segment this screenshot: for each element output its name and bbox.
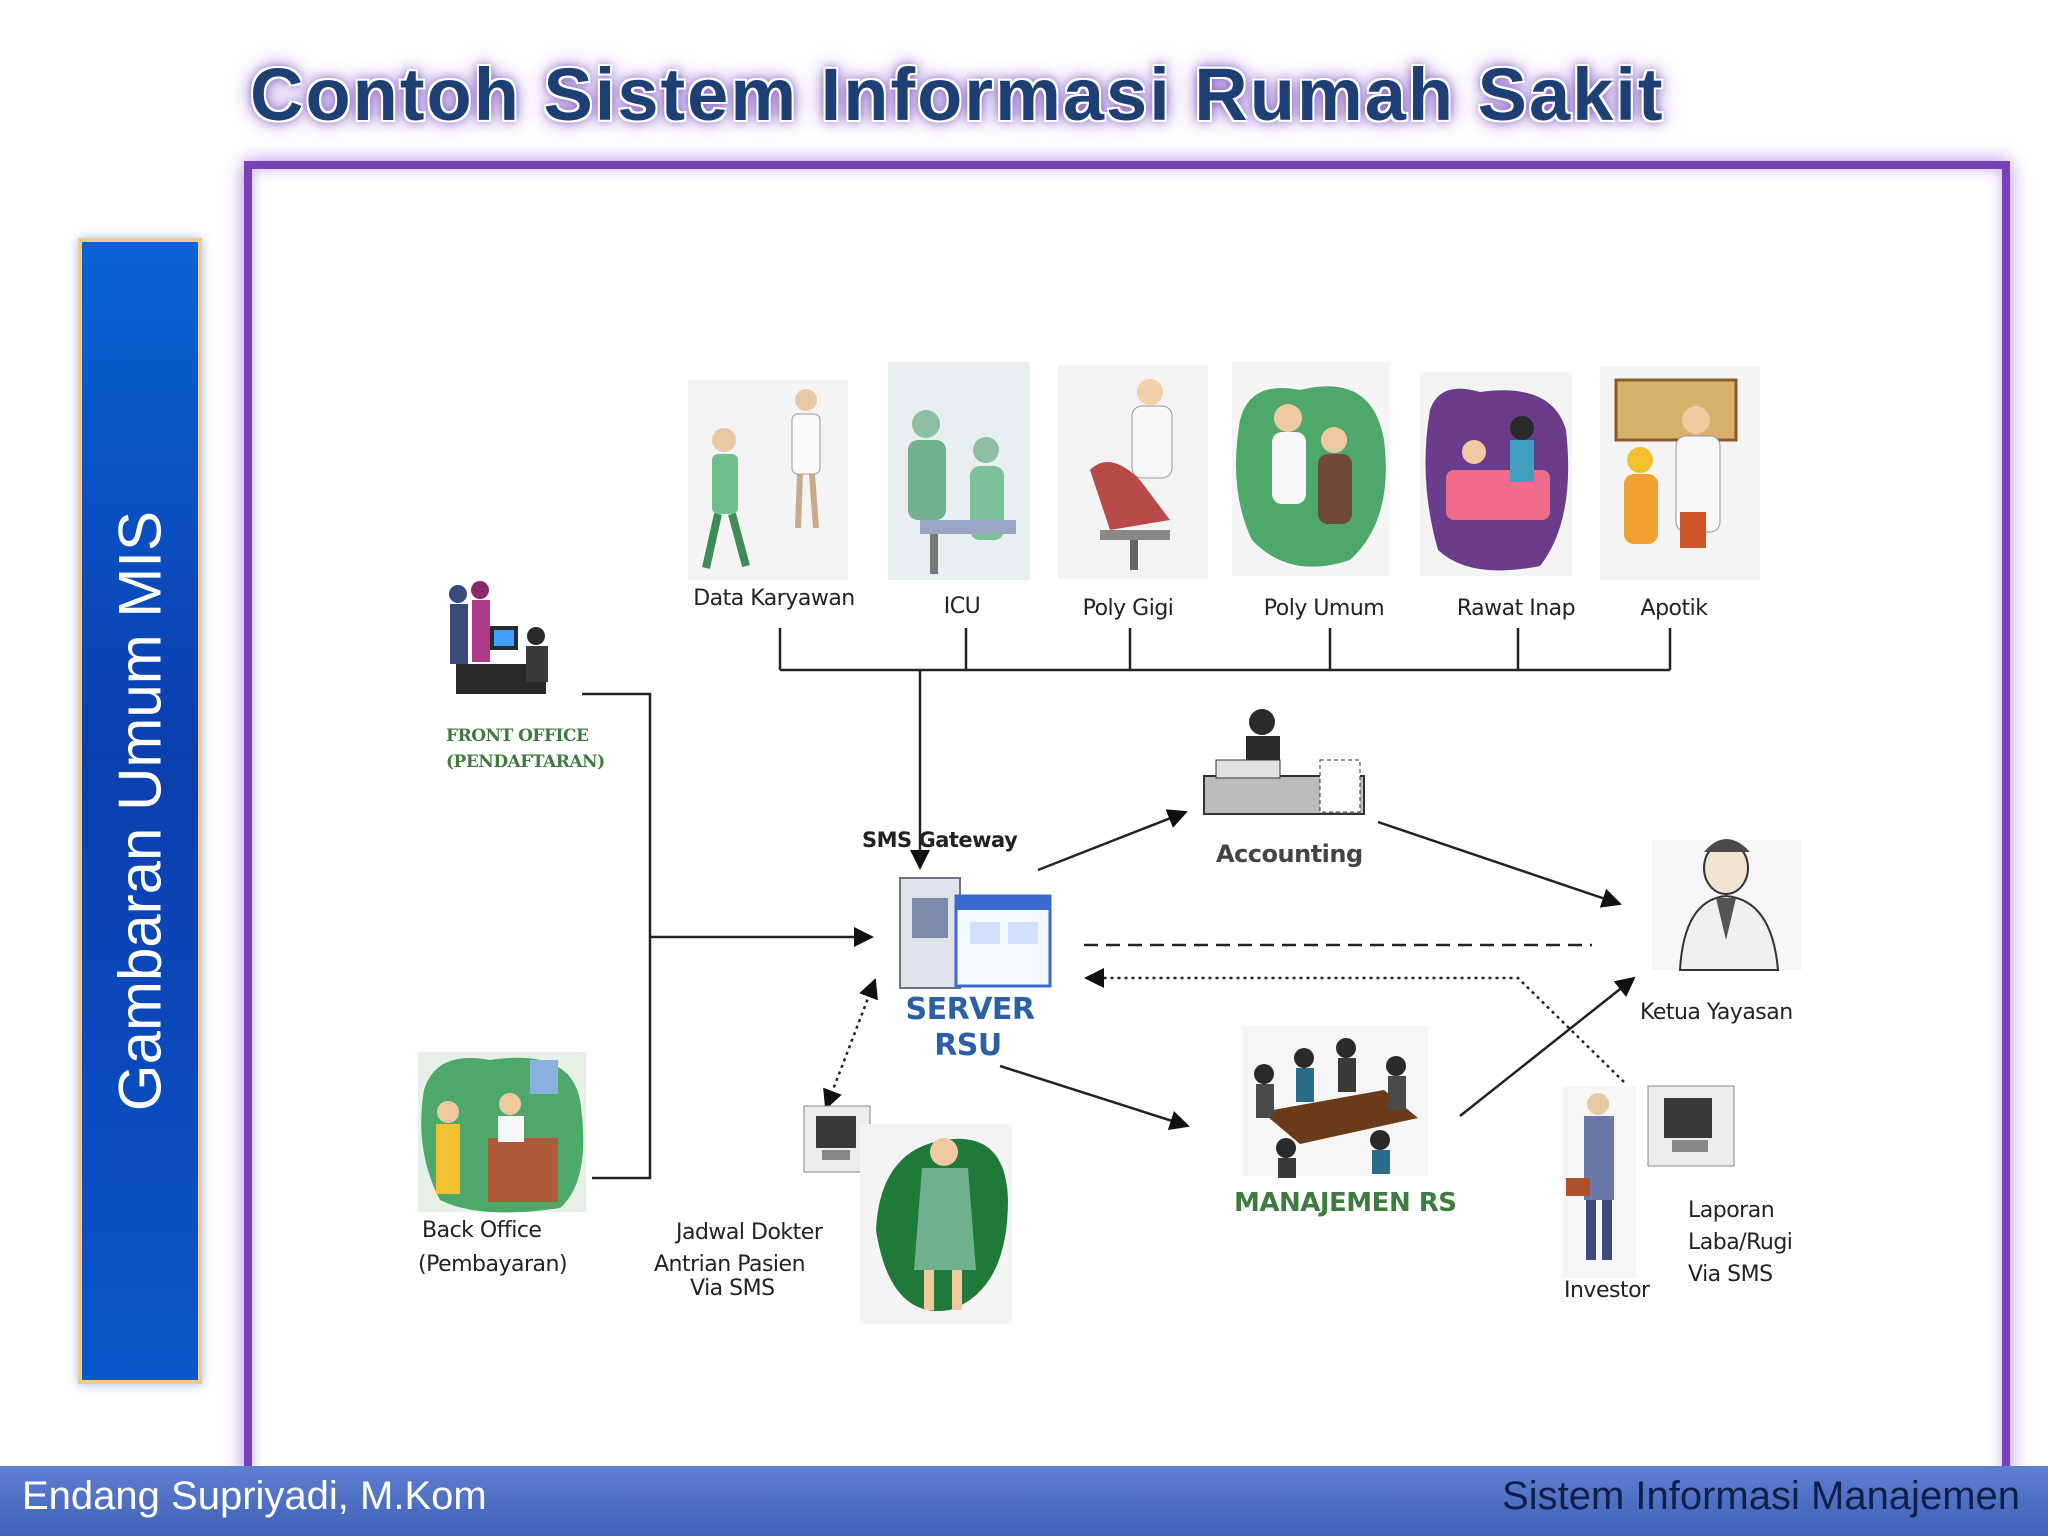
accountant-icon	[1203, 709, 1365, 815]
front-office-icon	[449, 581, 548, 694]
report-computer-icon	[1647, 1085, 1735, 1167]
meeting-icon	[1242, 1026, 1428, 1178]
server-icon	[899, 877, 1052, 989]
footer-course: Sistem Informasi Manajemen	[1502, 1474, 2020, 1518]
unit-label-icu: ICU	[943, 594, 981, 619]
server-to-accounting-arrow	[1037, 809, 1188, 872]
investor-label: Investor	[1564, 1278, 1650, 1303]
unit-label-karyawan: Data Karyawan	[693, 586, 855, 611]
back-office-label-2: (Pembayaran)	[418, 1252, 568, 1277]
management-label: MANAJEMEN RS	[1234, 1188, 1457, 1218]
jadwal-label-3: Via SMS	[690, 1276, 775, 1301]
server-label-1: SERVER	[905, 992, 1035, 1027]
accounting-label: Accounting	[1216, 840, 1363, 868]
chairman-icon	[1652, 839, 1802, 971]
nurse-icon	[860, 1124, 1012, 1324]
staff-icon	[688, 380, 848, 580]
unit-label-umum: Poly Umum	[1263, 596, 1385, 621]
ketua-label: Ketua Yayasan	[1640, 1000, 1793, 1025]
doctor-patient-icon	[1232, 362, 1390, 576]
back-office-icon	[418, 1052, 586, 1213]
unit-label-inap: Rawat Inap	[1456, 596, 1576, 621]
laporan-label-2: Laba/Rugi	[1688, 1230, 1793, 1255]
connectors	[582, 628, 1672, 1180]
server-to-management-arrow	[999, 1064, 1190, 1131]
sidebar-banner: Gambaran Umum MIS	[78, 238, 202, 1384]
accounting-to-ketua-arrow	[1377, 820, 1622, 908]
footer-bar: Endang Supriyadi, M.Kom Sistem Informasi…	[0, 1466, 2048, 1536]
jadwal-label-1: Jadwal Dokter	[676, 1220, 823, 1245]
front-office-label-2: (PENDAFTARAN)	[446, 752, 605, 772]
footer-author: Endang Supriyadi, M.Kom	[22, 1474, 487, 1518]
laporan-to-server-dotted	[1084, 968, 1625, 1083]
surgery-icon	[888, 362, 1030, 580]
jadwal-label-2: Antrian Pasien	[654, 1252, 806, 1277]
dentist-icon	[1058, 365, 1208, 579]
pharmacy-icon	[1600, 366, 1760, 580]
hospital-bed-icon	[1420, 372, 1572, 576]
laporan-label-3: Via SMS	[1688, 1262, 1773, 1287]
management-to-ketua-arrow	[1459, 976, 1636, 1117]
back-office-label-1: Back Office	[422, 1218, 542, 1243]
server-label-2: RSU	[934, 1028, 1002, 1063]
laporan-label-1: Laporan	[1688, 1198, 1775, 1223]
front-office-label-1: FRONT OFFICE	[446, 726, 589, 746]
investor-icon	[1562, 1086, 1636, 1278]
unit-label-apotik: Apotik	[1640, 596, 1708, 621]
sms-gateway-label: SMS Gateway	[862, 828, 1018, 852]
unit-label-gigi: Poly Gigi	[1082, 596, 1174, 621]
slide-title: Contoh Sistem Informasi Rumah Sakit	[250, 53, 1665, 136]
server-jadwal-dotted	[823, 978, 878, 1110]
